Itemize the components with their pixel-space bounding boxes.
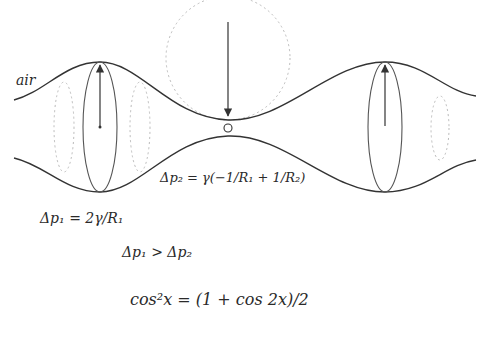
pressure-equation: Δp₂ = γ(−1/R₁ + 1/R₂) [160,170,305,186]
pressure-equation: Δp₁ = 2γ/R₁ [40,210,123,227]
neck-section [224,124,232,132]
center-dot [99,126,102,129]
medium-label: air [16,72,36,89]
radius-arrow [99,65,100,126]
curvature-circle [166,0,290,120]
cross-section-faint [54,82,74,172]
radius-arrow [384,65,385,126]
cross-section-faint [431,96,449,160]
inequality: Δp₁ > Δp₂ [122,244,192,261]
cross-section-faint [130,82,150,172]
curvature-radius-arrow [227,22,228,116]
cross-section [368,62,402,192]
identity: cos²x = (1 + cos 2x)/2 [130,290,309,309]
cross-section [83,62,117,192]
